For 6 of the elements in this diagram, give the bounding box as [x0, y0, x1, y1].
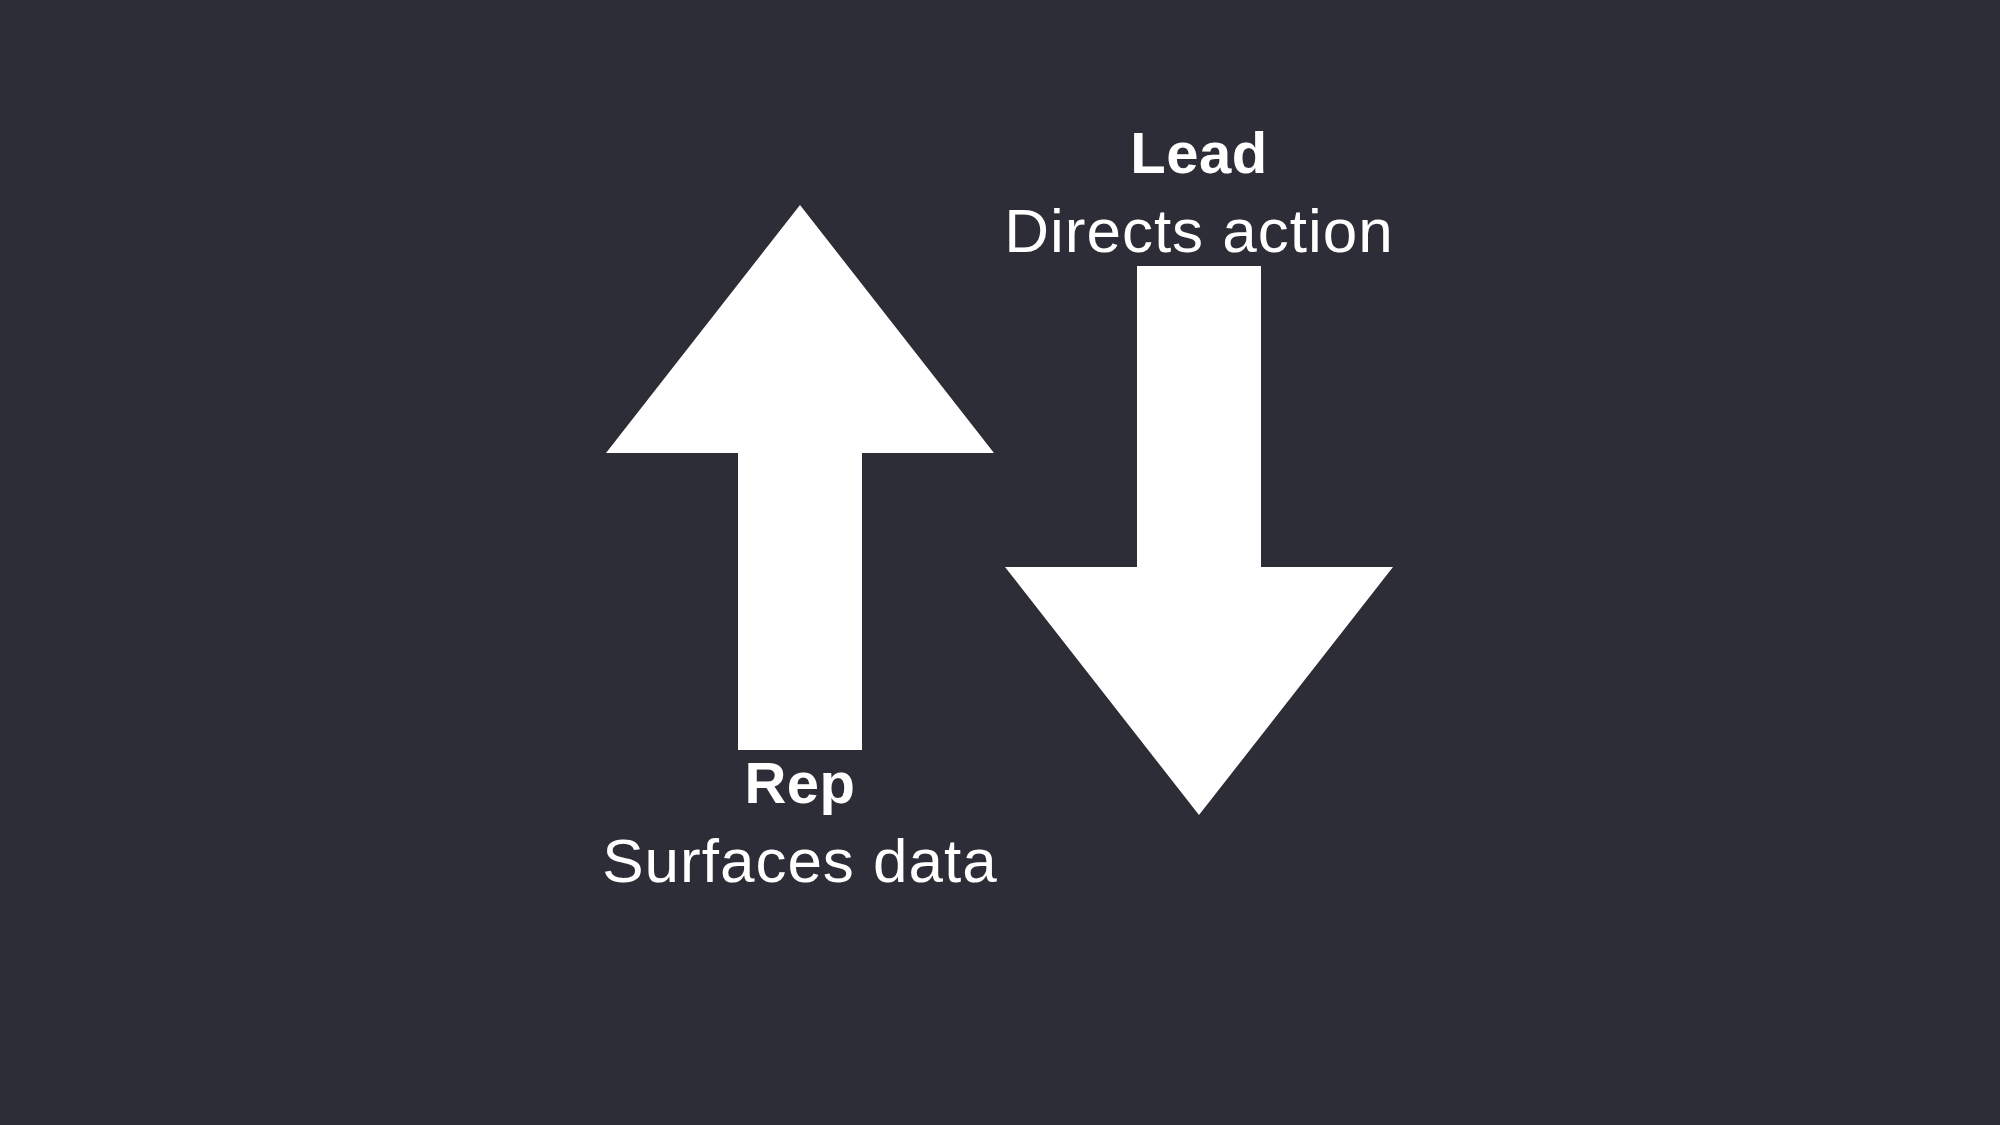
block-arrow — [1005, 266, 1393, 815]
role-title: Rep — [744, 750, 856, 817]
role-title: Lead — [1130, 120, 1268, 187]
role-description: Directs action — [1004, 194, 1394, 266]
block-arrow — [606, 205, 994, 750]
role-description: Surfaces data — [602, 824, 998, 896]
